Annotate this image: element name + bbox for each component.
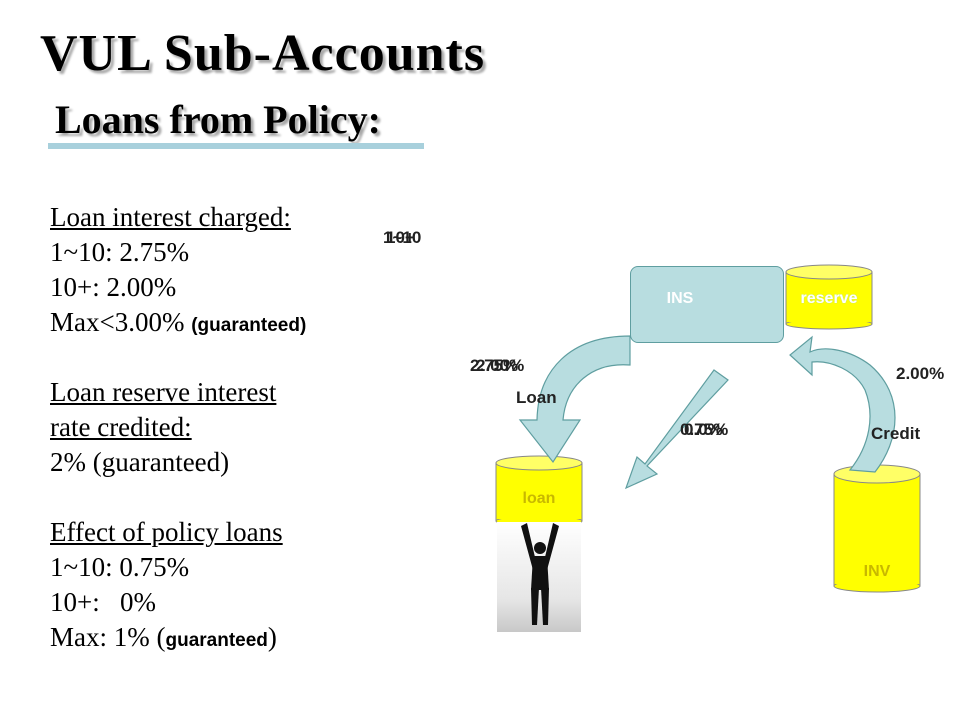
loan-curved-arrow <box>518 335 631 464</box>
loan-interest-max-value: Max<3.00% <box>50 307 192 337</box>
subtitle-underline <box>48 143 424 149</box>
page-subtitle: Loans from Policy: <box>55 97 381 142</box>
credit-rate: 2.00% <box>896 364 945 383</box>
reserve-heading-line-2: rate credited: <box>50 412 192 442</box>
ins-label: INS <box>666 290 694 307</box>
loan-interest-heading: Loan interest charged: <box>50 202 291 232</box>
effect-diagonal-arrow <box>624 369 729 490</box>
reserve-rate: 2% (guaranteed) <box>50 447 230 477</box>
loan-interest-1-10: 1~10: 2.75% <box>50 237 190 267</box>
effect-max-suffix: ) <box>267 622 277 652</box>
effect-max-note: guaranteed <box>165 630 268 651</box>
period-label-1-10: 1~10 <box>383 228 422 247</box>
loan-rate-1-10: 2.75% <box>470 356 519 375</box>
effect-1-10: 1~10: 0.75% <box>50 552 190 582</box>
person-silhouette-image <box>497 522 581 632</box>
reserve-heading-line-1: Loan reserve interest <box>50 377 277 407</box>
effect-max-prefix: Max: 1% ( <box>50 622 166 652</box>
inv-label: INV <box>863 563 891 580</box>
reserve-cylinder <box>785 264 873 330</box>
loan-cylinder <box>495 455 583 527</box>
reserve-label: reserve <box>800 290 858 307</box>
effect-heading: Effect of policy loans <box>50 517 283 547</box>
effect-rate-10-plus: 0.0% <box>684 420 723 439</box>
effect-max: Max: 1% (guaranteed) <box>50 620 306 655</box>
credit-label: Credit <box>871 424 921 443</box>
loan-interest-max: Max<3.00% (guaranteed) <box>50 305 306 340</box>
loan-interest-max-note: (guaranteed) <box>191 315 307 336</box>
credit-curved-arrow <box>789 335 896 473</box>
ins-account-box <box>630 266 784 343</box>
effect-rate-1-10: 0.75% <box>680 420 729 439</box>
loan-interest-10-plus: 10+: 2.00% <box>50 272 177 302</box>
loan-cylinder-label: loan <box>522 490 556 507</box>
loan-label: Loan <box>516 388 557 407</box>
loan-terms-text: Loan interest charged: 1~10: 2.75% 10+: … <box>50 200 306 655</box>
effect-10-plus: 10+: 0% <box>50 587 156 617</box>
page-title: VUL Sub-Accounts <box>40 25 486 82</box>
period-label-10-plus: 10+ <box>386 228 415 247</box>
loan-rate-10-plus: 2.00% <box>476 356 525 375</box>
